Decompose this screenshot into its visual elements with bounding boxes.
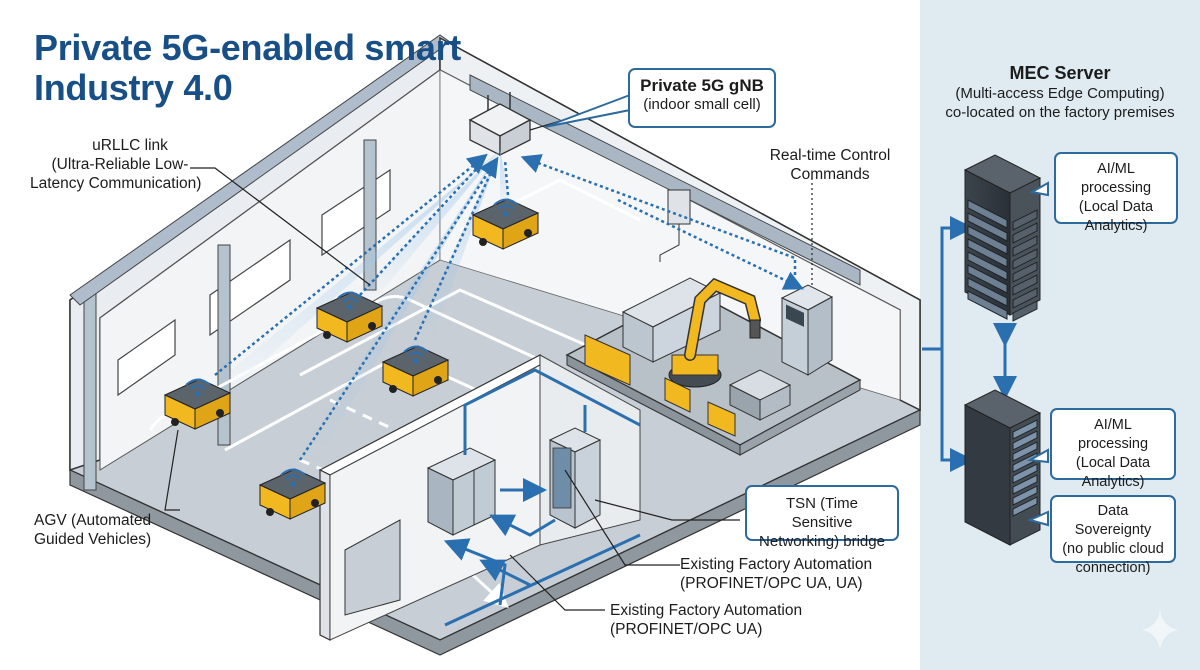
sovereignty-line-3: connection): [1075, 560, 1151, 576]
gnb-callout: Private 5G gNB (indoor small cell): [628, 68, 776, 128]
server-slot: [1012, 485, 1038, 506]
diagram-title: Private 5G-enabled smart Industry 4.0: [34, 28, 474, 108]
gnb-small-cell: [468, 92, 532, 157]
server-slot: [1012, 441, 1038, 462]
switchgear-cabinet: [426, 447, 497, 536]
gnb-callout-title: Private 5G gNB: [640, 76, 764, 95]
industrial-robot-arm: [668, 277, 761, 388]
server-slot: [1012, 235, 1038, 257]
mec-server-rack-bottom: [963, 389, 1042, 546]
automation2-line-2: (PROFINET/OPC UA): [610, 621, 763, 638]
server-slot: [1012, 474, 1038, 495]
server-slot: [1012, 496, 1038, 517]
factory-automation-label-2: Existing Factory Automation (PROFINET/OP…: [610, 601, 802, 639]
safety-panels: [584, 334, 736, 437]
server-slot: [967, 264, 1008, 294]
ai-ml-callout-top: AI/ML processing (Local Data Analytics): [1054, 152, 1178, 234]
pillar: [83, 289, 97, 491]
factory-automation-label-1: Existing Factory Automation (PROFINET/OP…: [680, 555, 872, 593]
agv-label-line-1: AGV (Automated: [34, 512, 152, 529]
ai-ml-top-line-3: Analytics): [1084, 218, 1148, 234]
server-slot: [1012, 430, 1038, 451]
agv: [315, 291, 384, 343]
ai-ml-mid-line-2: (Local Data: [1075, 455, 1151, 471]
server-slot: [1012, 300, 1038, 322]
ai-ml-mid-line-3: Analytics): [1081, 474, 1145, 490]
sovereignty-line-2: (no public cloud: [1062, 541, 1164, 557]
tsn-bridge-callout: TSN (Time Sensitive Networking) bridge: [745, 485, 899, 550]
mec-connectors: [922, 216, 1017, 472]
ai-ml-top-line-1: AI/ML processing: [1080, 161, 1152, 196]
agv: [163, 378, 232, 430]
server-slot: [967, 199, 1008, 229]
agv-label-line-2: Guided Vehicles): [34, 531, 152, 548]
urllc-link-label: uRLLC link (Ultra-Reliable Low- Latency …: [30, 136, 202, 193]
agv-label: AGV (Automated Guided Vehicles): [34, 511, 151, 549]
mec-note: co-located on the factory premises: [945, 104, 1175, 121]
back-left-wall: [69, 34, 451, 491]
window: [117, 318, 176, 397]
server-slot: [967, 212, 1008, 242]
ethernet-cables: [443, 368, 641, 627]
title-line-1: Private 5G-enabled smart: [34, 27, 461, 68]
fixture-vise: [728, 369, 792, 421]
server-slot: [1012, 261, 1038, 283]
sovereignty-line-1: Data Sovereignty: [1074, 503, 1152, 538]
agv: [471, 198, 540, 250]
tsn-callout-line-1: TSN (Time Sensitive: [786, 495, 858, 531]
server-slot: [967, 251, 1008, 281]
server-slot: [1012, 222, 1038, 244]
ai-ml-callout-bottom: AI/ML processing (Local Data Analytics): [1050, 408, 1176, 490]
server-slot: [1012, 209, 1038, 231]
automation1-line-1: Existing Factory Automation: [680, 556, 873, 573]
tsn-callout-line-2: Networking) bridge: [759, 533, 885, 550]
control-label-line-2: Commands: [790, 166, 870, 183]
server-slot: [1012, 463, 1038, 484]
server-slot: [1012, 248, 1038, 270]
server-slot: [967, 277, 1008, 307]
urllc-label-line-1: uRLLC link: [92, 137, 168, 154]
ai-ml-top-line-2: (Local Data: [1078, 199, 1154, 215]
mec-server-rack-top: [963, 154, 1042, 322]
title-line-2: Industry 4.0: [34, 67, 233, 108]
server-slot: [1012, 419, 1038, 440]
data-sovereignty-callout: Data Sovereignty (no public cloud connec…: [1050, 495, 1176, 576]
automation1-line-2: (PROFINET/OPC UA, UA): [680, 575, 863, 592]
agv-vehicles: [163, 198, 540, 520]
urllc-label-line-3: Latency Communication): [30, 175, 202, 192]
server-slot: [1012, 287, 1038, 309]
agv: [258, 468, 327, 520]
radio-beams: [200, 150, 512, 465]
sparkle-icon: [1142, 610, 1178, 650]
doorway: [344, 519, 401, 616]
crane-rail: [469, 74, 861, 286]
tsn-bridge-rack: [548, 427, 602, 529]
control-terminal: [780, 284, 834, 376]
server-slot: [967, 238, 1008, 268]
server-slot: [967, 290, 1008, 320]
server-slot: [1012, 274, 1038, 296]
automation2-line-1: Existing Factory Automation: [610, 602, 803, 619]
agv: [381, 345, 450, 397]
server-slot: [967, 225, 1008, 255]
ai-ml-mid-line-1: AI/ML processing: [1077, 417, 1149, 452]
mec-server-header: MEC Server (Multi-access Edge Computing)…: [920, 62, 1200, 122]
control-label-line-1: Real-time Control: [769, 147, 891, 164]
mec-title: MEC Server: [1009, 63, 1111, 83]
urllc-label-line-2: (Ultra-Reliable Low-: [51, 156, 189, 173]
control-commands-label: Real-time Control Commands: [760, 146, 900, 184]
gnb-callout-subtitle: (indoor small cell): [643, 96, 761, 113]
mec-subtitle: (Multi-access Edge Computing): [955, 85, 1165, 102]
